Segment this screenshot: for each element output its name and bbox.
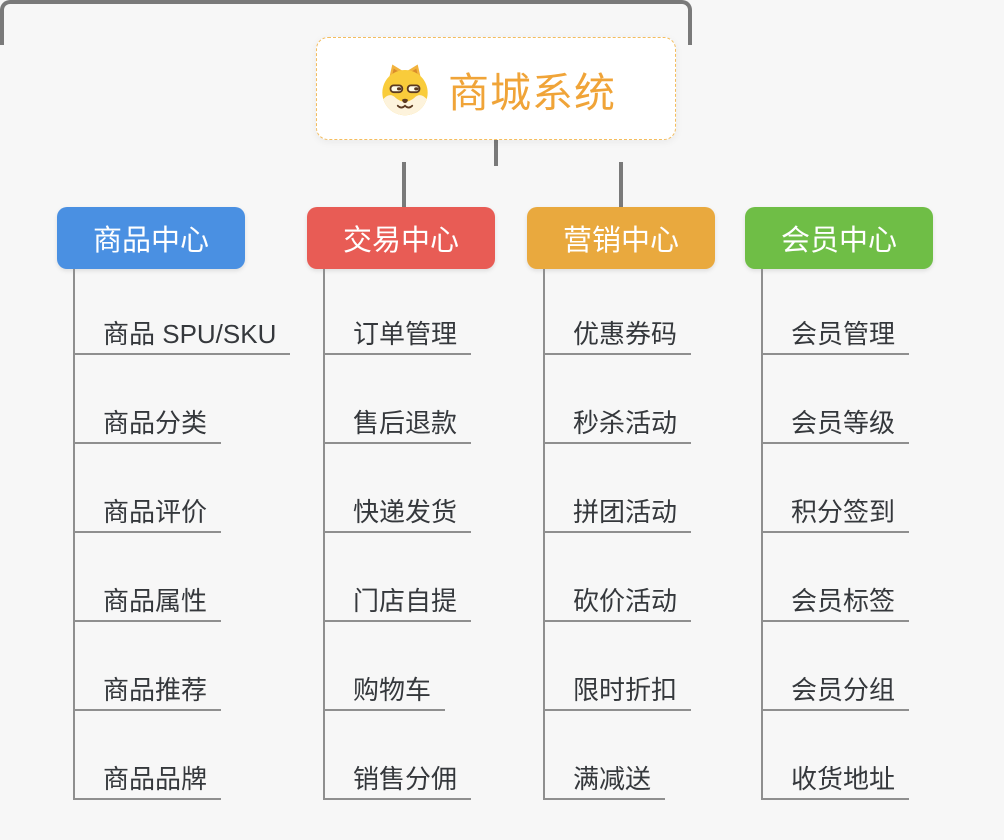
branch-spine-trade	[323, 269, 325, 800]
branch-node-member-center[interactable]: 会员中心	[745, 207, 933, 269]
leaf-node[interactable]: 优惠券码	[543, 313, 692, 355]
connector-root-stem	[494, 140, 498, 166]
connector-bus	[0, 0, 692, 45]
branch-node-trade-center[interactable]: 交易中心	[307, 207, 495, 269]
shiba-dog-icon	[382, 64, 428, 115]
branch-spine-member	[761, 269, 763, 800]
branch-spine-marketing	[543, 269, 545, 800]
leaf-node[interactable]: 商品属性	[73, 580, 222, 622]
leaf-node[interactable]: 销售分佣	[323, 758, 472, 800]
leaf-node[interactable]: 拼团活动	[543, 491, 692, 533]
connector-drop-marketing	[619, 162, 623, 207]
root-node[interactable]: 商城系统	[316, 37, 676, 140]
root-title: 商城系统	[448, 69, 616, 116]
leaf-node[interactable]: 订单管理	[323, 313, 472, 355]
branch-spine-product	[73, 269, 75, 800]
leaf-node[interactable]: 商品 SPU/SKU	[73, 313, 291, 355]
branch-node-product-center[interactable]: 商品中心	[57, 207, 245, 269]
leaf-node[interactable]: 限时折扣	[543, 669, 692, 711]
leaf-node[interactable]: 快递发货	[323, 491, 472, 533]
leaf-node[interactable]: 秒杀活动	[543, 402, 692, 444]
branch-node-marketing-center[interactable]: 营销中心	[527, 207, 715, 269]
leaf-node[interactable]: 购物车	[323, 669, 446, 711]
leaf-node[interactable]: 会员分组	[761, 669, 910, 711]
leaf-node[interactable]: 积分签到	[761, 491, 910, 533]
leaf-node[interactable]: 商品评价	[73, 491, 222, 533]
leaf-node[interactable]: 会员管理	[761, 313, 910, 355]
leaf-node[interactable]: 商品分类	[73, 402, 222, 444]
leaf-node[interactable]: 商品品牌	[73, 758, 222, 800]
leaf-node[interactable]: 会员标签	[761, 580, 910, 622]
leaf-node[interactable]: 会员等级	[761, 402, 910, 444]
leaf-node[interactable]: 收货地址	[761, 758, 910, 800]
connector-drop-trade	[402, 162, 406, 207]
leaf-node[interactable]: 砍价活动	[543, 580, 692, 622]
leaf-node[interactable]: 满减送	[543, 758, 666, 800]
leaf-node[interactable]: 商品推荐	[73, 669, 222, 711]
leaf-node[interactable]: 售后退款	[323, 402, 472, 444]
leaf-node[interactable]: 门店自提	[323, 580, 472, 622]
